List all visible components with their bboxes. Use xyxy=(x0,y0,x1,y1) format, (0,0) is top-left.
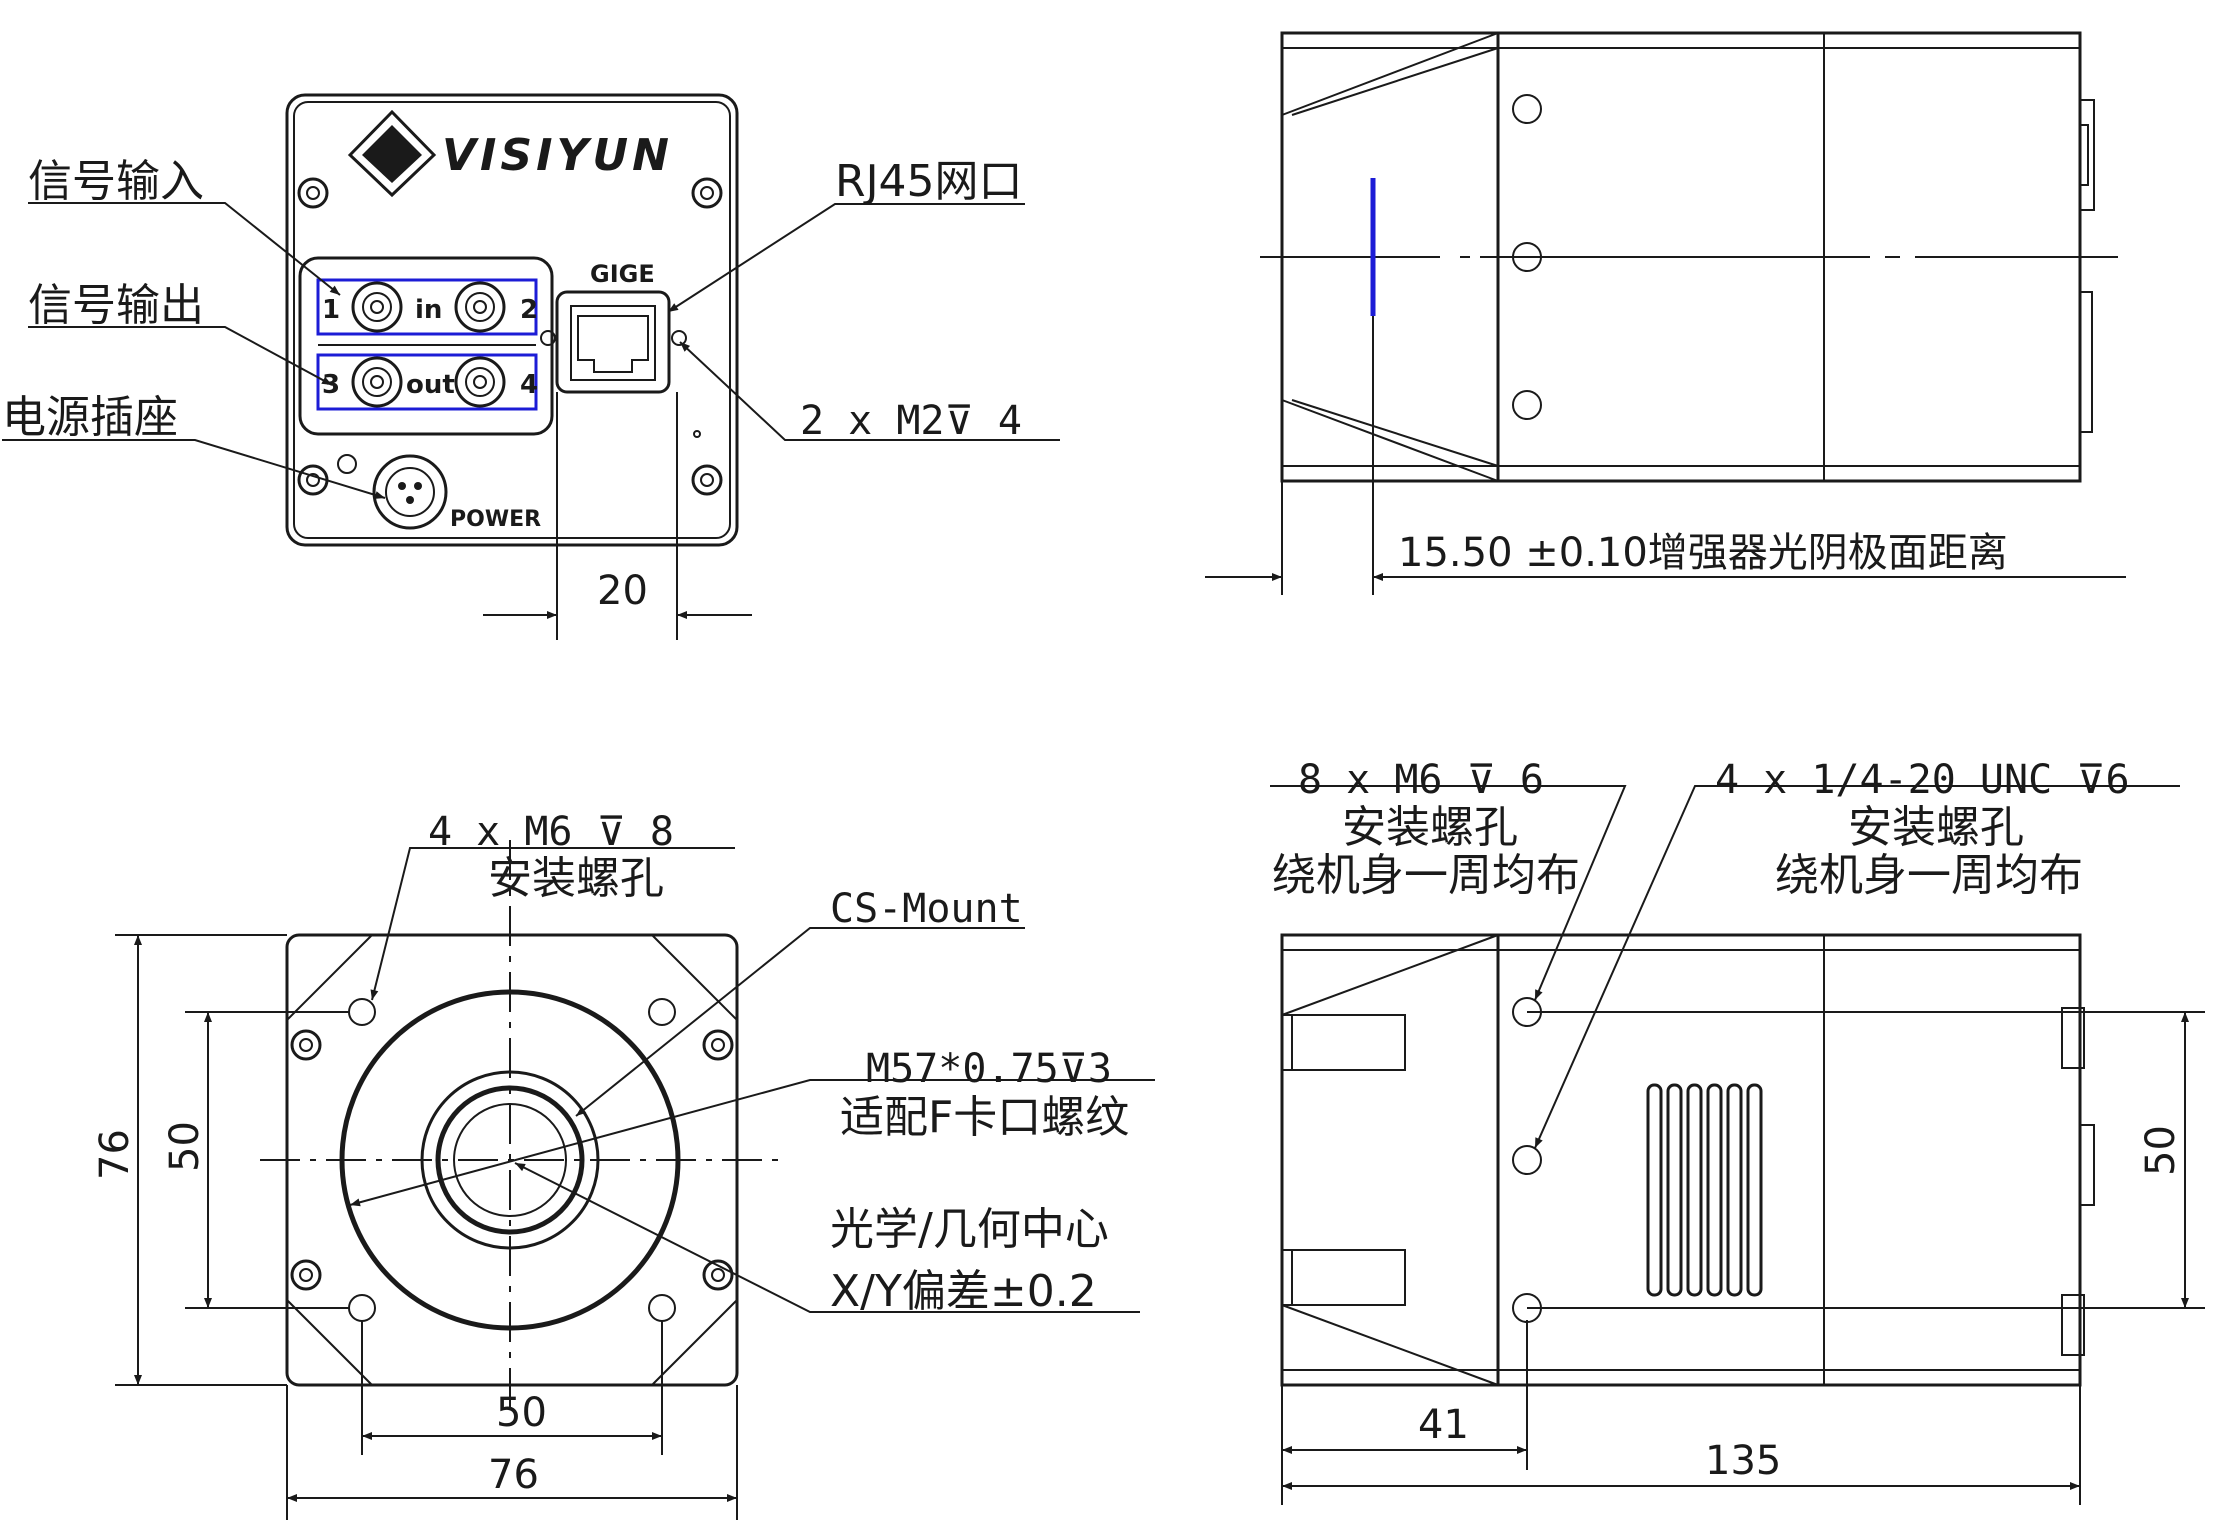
gige-label: GIGE xyxy=(590,260,655,288)
rj45-port: GIGE xyxy=(540,260,687,394)
signal-input-label: 信号输入 xyxy=(28,156,204,207)
pin-1-label: 1 xyxy=(322,295,340,325)
bottom-side-view: 50 8 x M6 ⊽ 6 安装螺孔 绕机身一周均布 4 x 1/4-20 UN… xyxy=(1270,757,2205,1505)
signal-out-box xyxy=(316,353,538,411)
side-holes-b-line2: 安装螺孔 xyxy=(1848,802,2024,853)
brand-text: VISIYUN xyxy=(442,130,673,181)
side-holes-a-line3: 绕机身一周均布 xyxy=(1272,850,1580,901)
bottom-side-connectors xyxy=(2061,1007,2095,1356)
cs-mount-label: CS-Mount xyxy=(830,886,1023,932)
side-holes-b-line3: 绕机身一周均布 xyxy=(1775,850,2083,901)
dim-20: 20 xyxy=(483,392,752,640)
cathode-distance-label: 15.50 ±0.10增强器光阴极面距离 xyxy=(1398,530,2008,576)
side-dim-41: 41 xyxy=(1418,1402,1469,1448)
side-holes-a-line1: 8 x M6 ⊽ 6 xyxy=(1298,757,1544,803)
side-holes-a-line2: 安装螺孔 xyxy=(1342,802,1518,853)
front-side-screws xyxy=(290,1029,734,1291)
f-thread-line2: 适配F卡口螺纹 xyxy=(840,1092,1129,1143)
front-dim-76-v: 76 xyxy=(92,1129,138,1180)
power-label: POWER xyxy=(450,507,541,532)
f-thread-line1: M57*0.75⊽3 xyxy=(866,1046,1112,1092)
port-in-label: in xyxy=(415,295,442,325)
dim-20-text: 20 xyxy=(597,568,648,614)
power-connector: POWER xyxy=(372,454,541,532)
pin-2-label: 2 xyxy=(520,295,538,325)
front-mount-holes-line2: 安装螺孔 xyxy=(488,853,664,904)
rear-housing-inner xyxy=(293,101,731,539)
top-side-connectors xyxy=(2079,99,2095,433)
side-dim-135: 135 xyxy=(1705,1438,1781,1484)
pin-4-label: 4 xyxy=(520,370,538,400)
rear-view: VISIYUN 1 2 3 4 in out GIGE xyxy=(2,93,1060,640)
rear-corner-screws xyxy=(297,177,723,496)
top-side-view: 15.50 ±0.10增强器光阴极面距离 xyxy=(1205,31,2126,595)
bnc-connectors xyxy=(351,281,506,408)
signal-panel xyxy=(298,256,554,436)
signal-in-box xyxy=(316,278,538,336)
screw-spec-label: 2 x M2⊽ 4 xyxy=(800,398,1022,444)
optical-center-line2: X/Y偏差±0.2 xyxy=(830,1266,1097,1317)
front-dim-50-h: 50 xyxy=(496,1390,547,1436)
front-dim-76-h: 76 xyxy=(488,1452,539,1498)
port-out-label: out xyxy=(406,370,455,400)
side-holes-b-line1: 4 x 1/4-20 UNC ⊽6 xyxy=(1715,757,2130,803)
brand-logo: VISIYUN xyxy=(347,109,673,198)
side-dim-50: 50 xyxy=(2138,1125,2184,1176)
vent-slots xyxy=(1646,1083,1763,1297)
rj45-label: RJ45网口 xyxy=(835,156,1023,207)
signal-output-label: 信号输出 xyxy=(28,280,204,331)
front-dim-50-v: 50 xyxy=(162,1121,208,1172)
optical-center-line1: 光学/几何中心 xyxy=(830,1204,1109,1255)
power-socket-label: 电源插座 xyxy=(2,392,178,443)
rear-housing xyxy=(285,93,739,547)
front-view: 4 x M6 ⊽ 8 安装螺孔 CS-Mount M57*0.75⊽3 适配F卡… xyxy=(92,809,1155,1520)
rear-callouts: 信号输入 信号输出 电源插座 RJ45网口 2 x M2⊽ 4 xyxy=(2,156,1060,499)
